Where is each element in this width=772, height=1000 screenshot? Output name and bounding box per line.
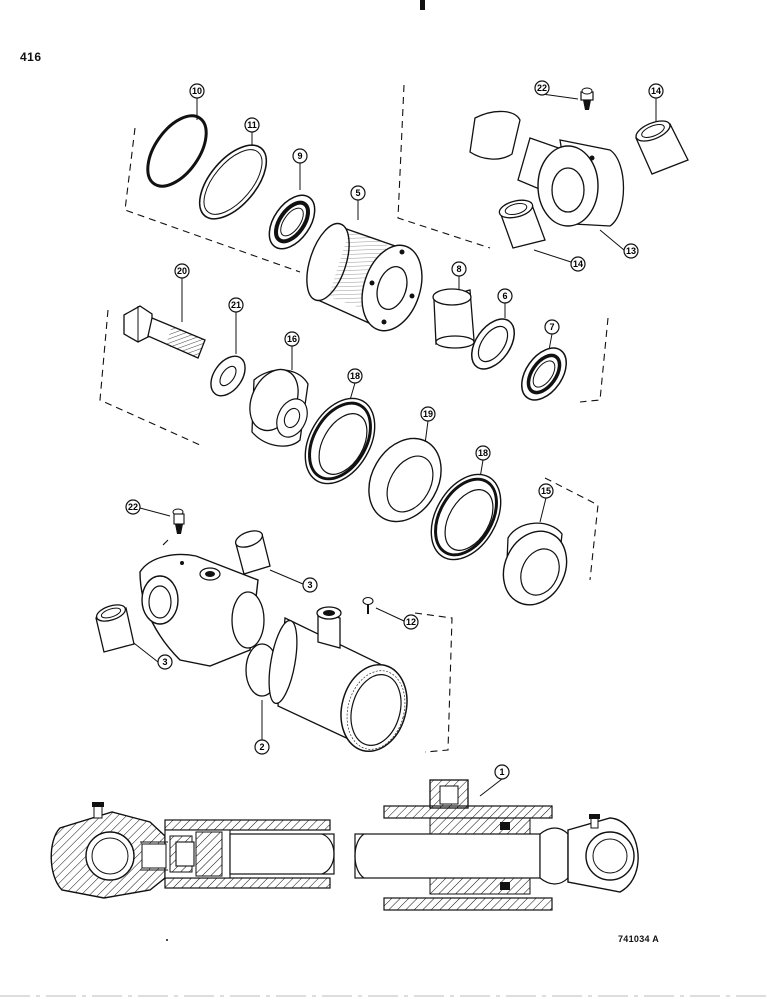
callout-19: 19 [420, 406, 436, 422]
svg-text:9: 9 [297, 151, 302, 161]
svg-text:22: 22 [128, 502, 138, 512]
part-piston-seal-lower [430, 473, 502, 561]
part-backup-ring [198, 144, 268, 220]
callout-9: 9 [292, 148, 308, 164]
svg-text:18: 18 [478, 448, 488, 458]
svg-text:6: 6 [502, 291, 507, 301]
part-piston [502, 522, 568, 606]
callout-22-base: 22 [125, 499, 141, 515]
figure-id: 741034 A [618, 934, 660, 944]
part-piston-bolt [123, 305, 206, 359]
svg-text:11: 11 [247, 120, 257, 130]
callout-21: 21 [228, 297, 244, 313]
callout-18-upper: 18 [347, 368, 363, 384]
callout-1: 1 [494, 764, 510, 780]
callout-6: 6 [497, 288, 513, 304]
callout-2: 2 [254, 739, 270, 755]
callout-10: 10 [189, 83, 205, 99]
callout-20: 20 [174, 263, 190, 279]
outline-base-left [159, 539, 169, 549]
callout-16: 16 [284, 331, 300, 347]
page-number: 416 [20, 50, 42, 64]
callout-12: 12 [403, 614, 419, 630]
svg-text:5: 5 [355, 188, 360, 198]
part-rod-eye-bushing-upper [635, 120, 689, 175]
svg-text:22: 22 [537, 83, 547, 93]
outline-piston-group [99, 309, 201, 446]
part-rod-eye-bushing-lower [498, 199, 546, 249]
part-wear-ring [368, 437, 442, 523]
callout-5: 5 [350, 185, 366, 201]
callout-13: 13 [623, 243, 639, 259]
callout-11: 11 [244, 117, 260, 133]
part-gland [306, 222, 423, 332]
part-piston-spacer [249, 368, 309, 447]
outline-gland-right [579, 317, 609, 403]
part-piston-seal-upper [304, 397, 376, 485]
callout-14-lower: 14 [570, 256, 586, 272]
svg-text:3: 3 [162, 657, 167, 667]
svg-text:1: 1 [499, 767, 504, 777]
callout-15: 15 [538, 483, 554, 499]
part-grease-fitting-base [172, 508, 185, 534]
callout-8: 8 [451, 261, 467, 277]
svg-text:16: 16 [287, 334, 297, 344]
svg-text:18: 18 [350, 371, 360, 381]
svg-text:8: 8 [456, 264, 461, 274]
callout-3-upper: 3 [302, 577, 318, 593]
section-view-base-end [50, 802, 335, 899]
svg-text:21: 21 [231, 300, 241, 310]
svg-text:19: 19 [423, 409, 433, 419]
svg-text:15: 15 [541, 486, 551, 496]
svg-text:3: 3 [307, 580, 312, 590]
callout-22-top: 22 [534, 80, 550, 96]
speck [166, 939, 168, 941]
callout-18-lower: 18 [475, 445, 491, 461]
registration-mark [420, 0, 425, 10]
outline-piston-right [544, 477, 599, 581]
part-washer [210, 355, 246, 397]
part-base-bushing-upper [234, 530, 271, 575]
svg-text:20: 20 [177, 266, 187, 276]
assembly-outlines [99, 84, 609, 753]
svg-text:7: 7 [549, 322, 554, 332]
part-cylinder-barrel [268, 606, 408, 753]
part-rod-seal [470, 318, 516, 370]
outline-base-group [414, 612, 453, 753]
part-piston-rod-eye [469, 110, 625, 227]
part-base-end [139, 553, 265, 667]
svg-text:13: 13 [626, 246, 636, 256]
part-rod-wiper [521, 347, 567, 401]
svg-text:14: 14 [651, 86, 661, 96]
callout-3-lower: 3 [157, 654, 173, 670]
svg-text:14: 14 [573, 259, 583, 269]
part-set-screw [362, 596, 374, 614]
part-grease-fitting-top [580, 87, 594, 110]
svg-text:10: 10 [192, 86, 202, 96]
part-wiper-seal [268, 194, 316, 250]
outline-gland-group [124, 127, 301, 273]
outline-rod-end-group [397, 84, 491, 249]
part-snap-ring [146, 114, 208, 188]
callout-14-upper: 14 [648, 83, 664, 99]
svg-text:2: 2 [259, 742, 264, 752]
part-base-bushing-lower [95, 604, 135, 653]
part-bushing [432, 288, 475, 349]
svg-text:12: 12 [406, 617, 416, 627]
section-view-rod-end [354, 779, 639, 911]
callout-7: 7 [544, 319, 560, 335]
